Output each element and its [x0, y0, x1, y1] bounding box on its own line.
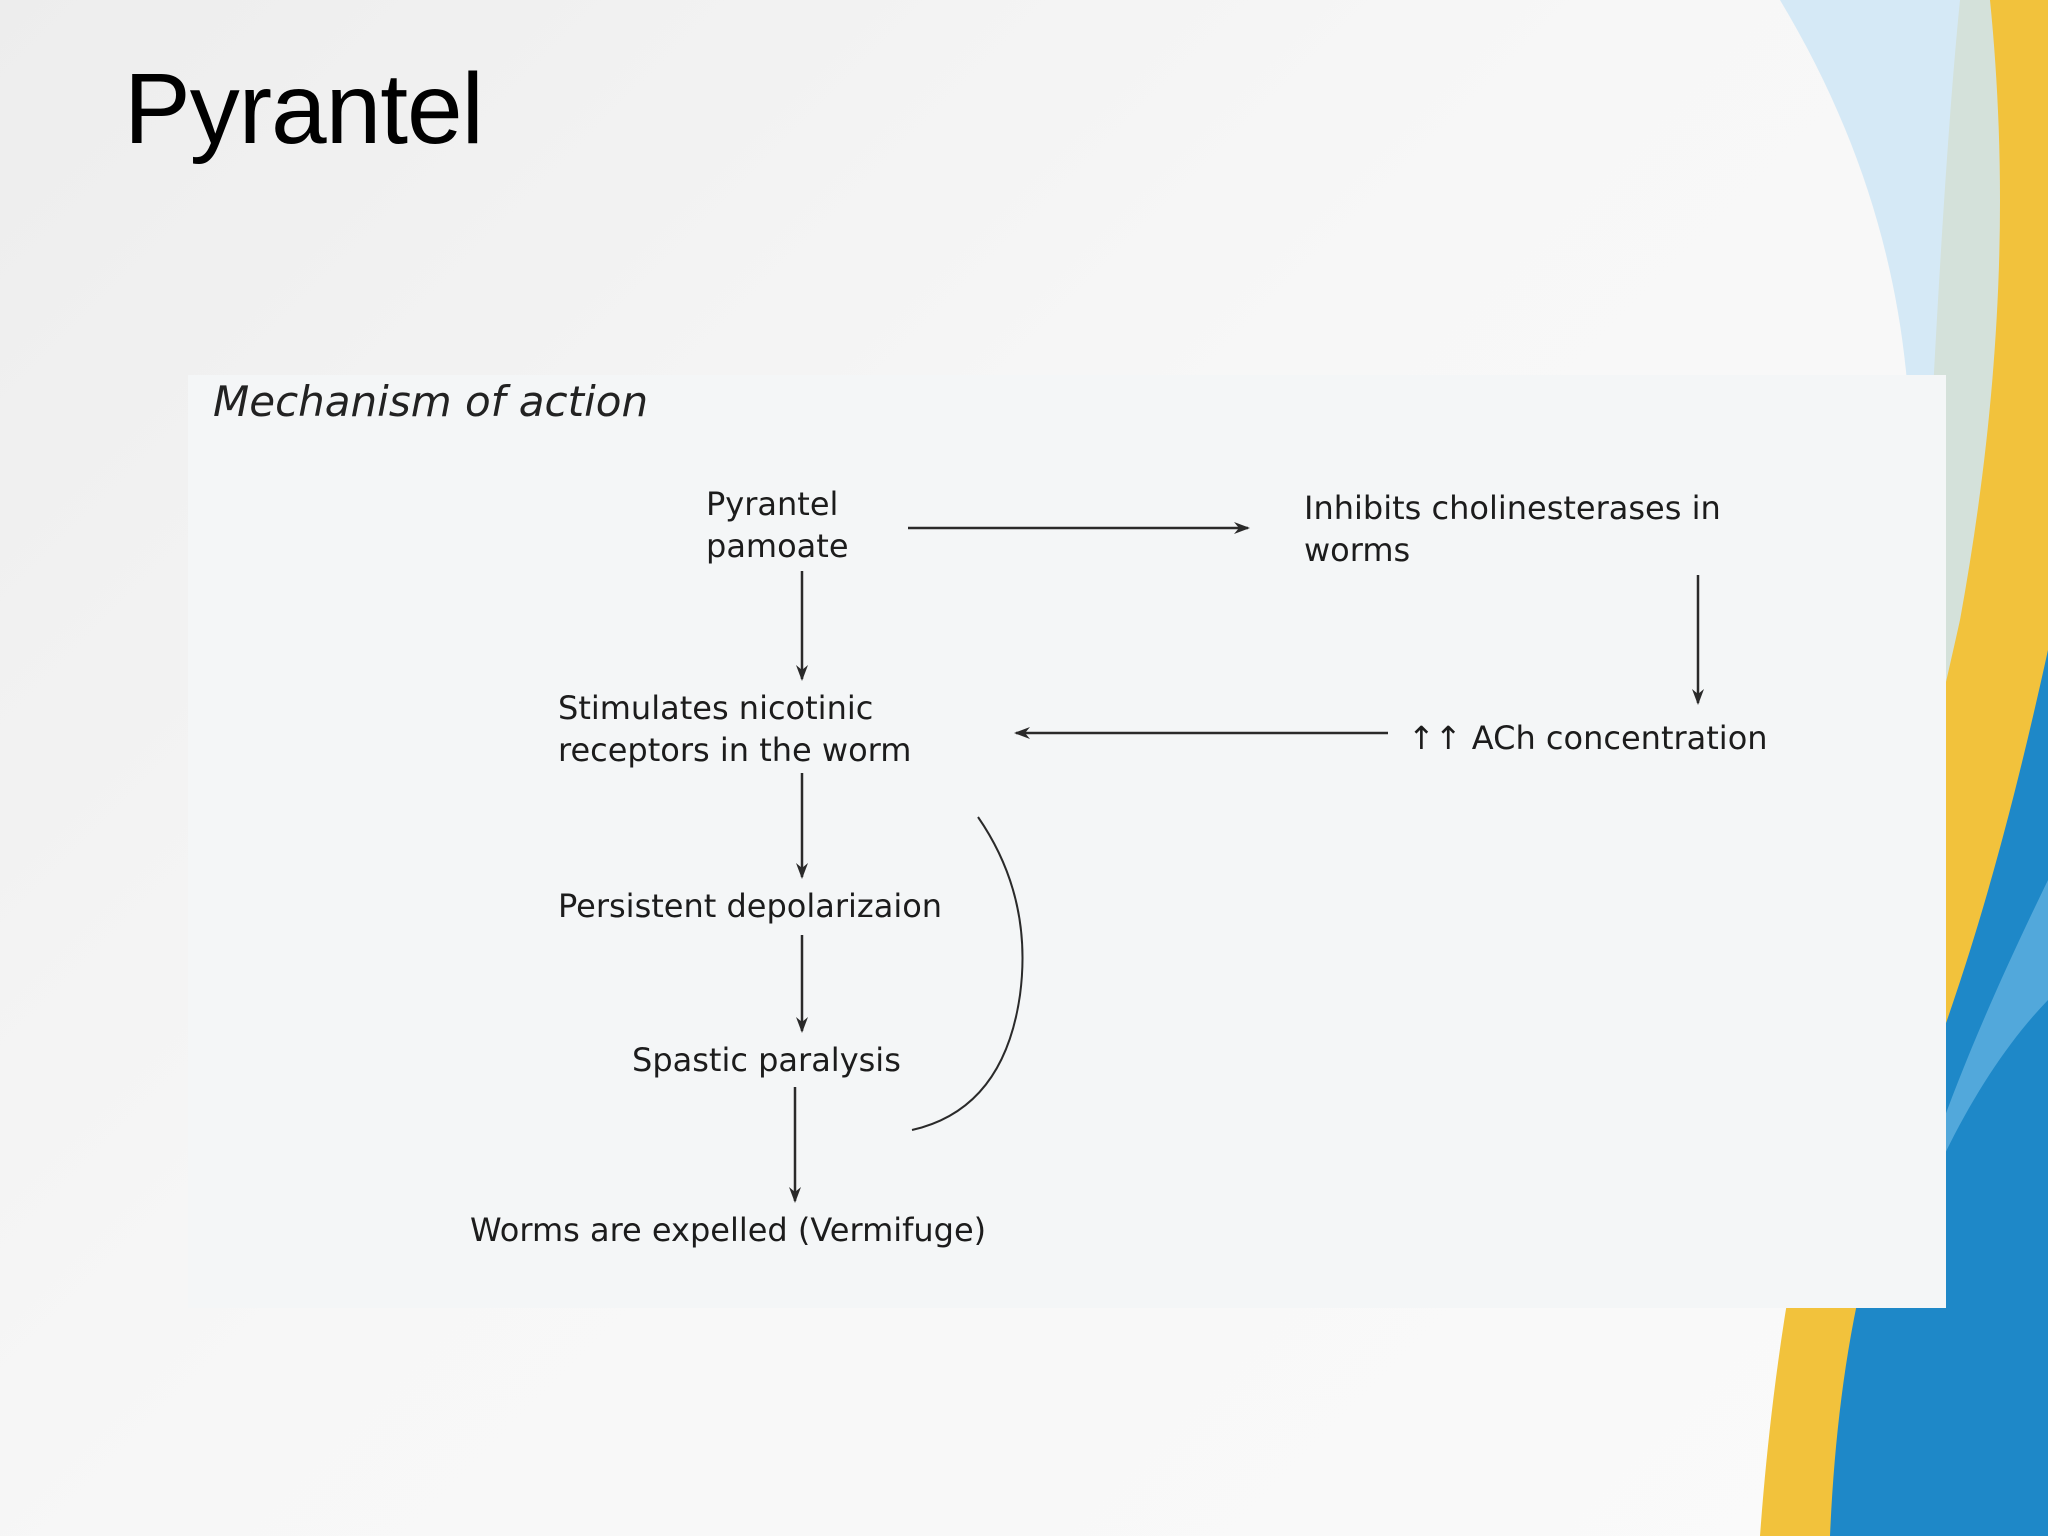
node-line: Stimulates nicotinic — [558, 689, 874, 727]
node-inhibits-cholinesterases: Inhibits cholinesterases in worms — [1304, 487, 1721, 571]
curved-bracket — [911, 816, 1024, 1131]
node-worms-expelled: Worms are expelled (Vermifuge) — [470, 1211, 987, 1249]
node-line: worms — [1304, 531, 1411, 569]
flow-arrows — [789, 522, 1704, 1203]
node-stimulates-nicotinic: Stimulates nicotinic receptors in the wo… — [558, 687, 911, 771]
node-spastic-paralysis: Spastic paralysis — [632, 1041, 901, 1079]
node-ach-concentration: ↑↑ ACh concentration — [1408, 719, 1768, 757]
node-pyrantel-pamoate: Pyrantel pamoate — [706, 483, 849, 567]
node-line: Inhibits cholinesterases in — [1304, 489, 1721, 527]
node-line: Pyrantel — [706, 485, 839, 523]
node-line: receptors in the worm — [558, 731, 912, 769]
mechanism-figure: Mechanism of action Pyrantel pamoate Inh… — [188, 375, 1946, 1308]
node-line: pamoate — [706, 527, 849, 565]
light-blue-swoosh — [1780, 0, 2000, 1100]
node-persistent-depolarization: Persistent depolarizaion — [558, 887, 943, 925]
figure-heading: Mechanism of action — [213, 377, 649, 426]
slide-title: Pyrantel — [124, 53, 484, 165]
